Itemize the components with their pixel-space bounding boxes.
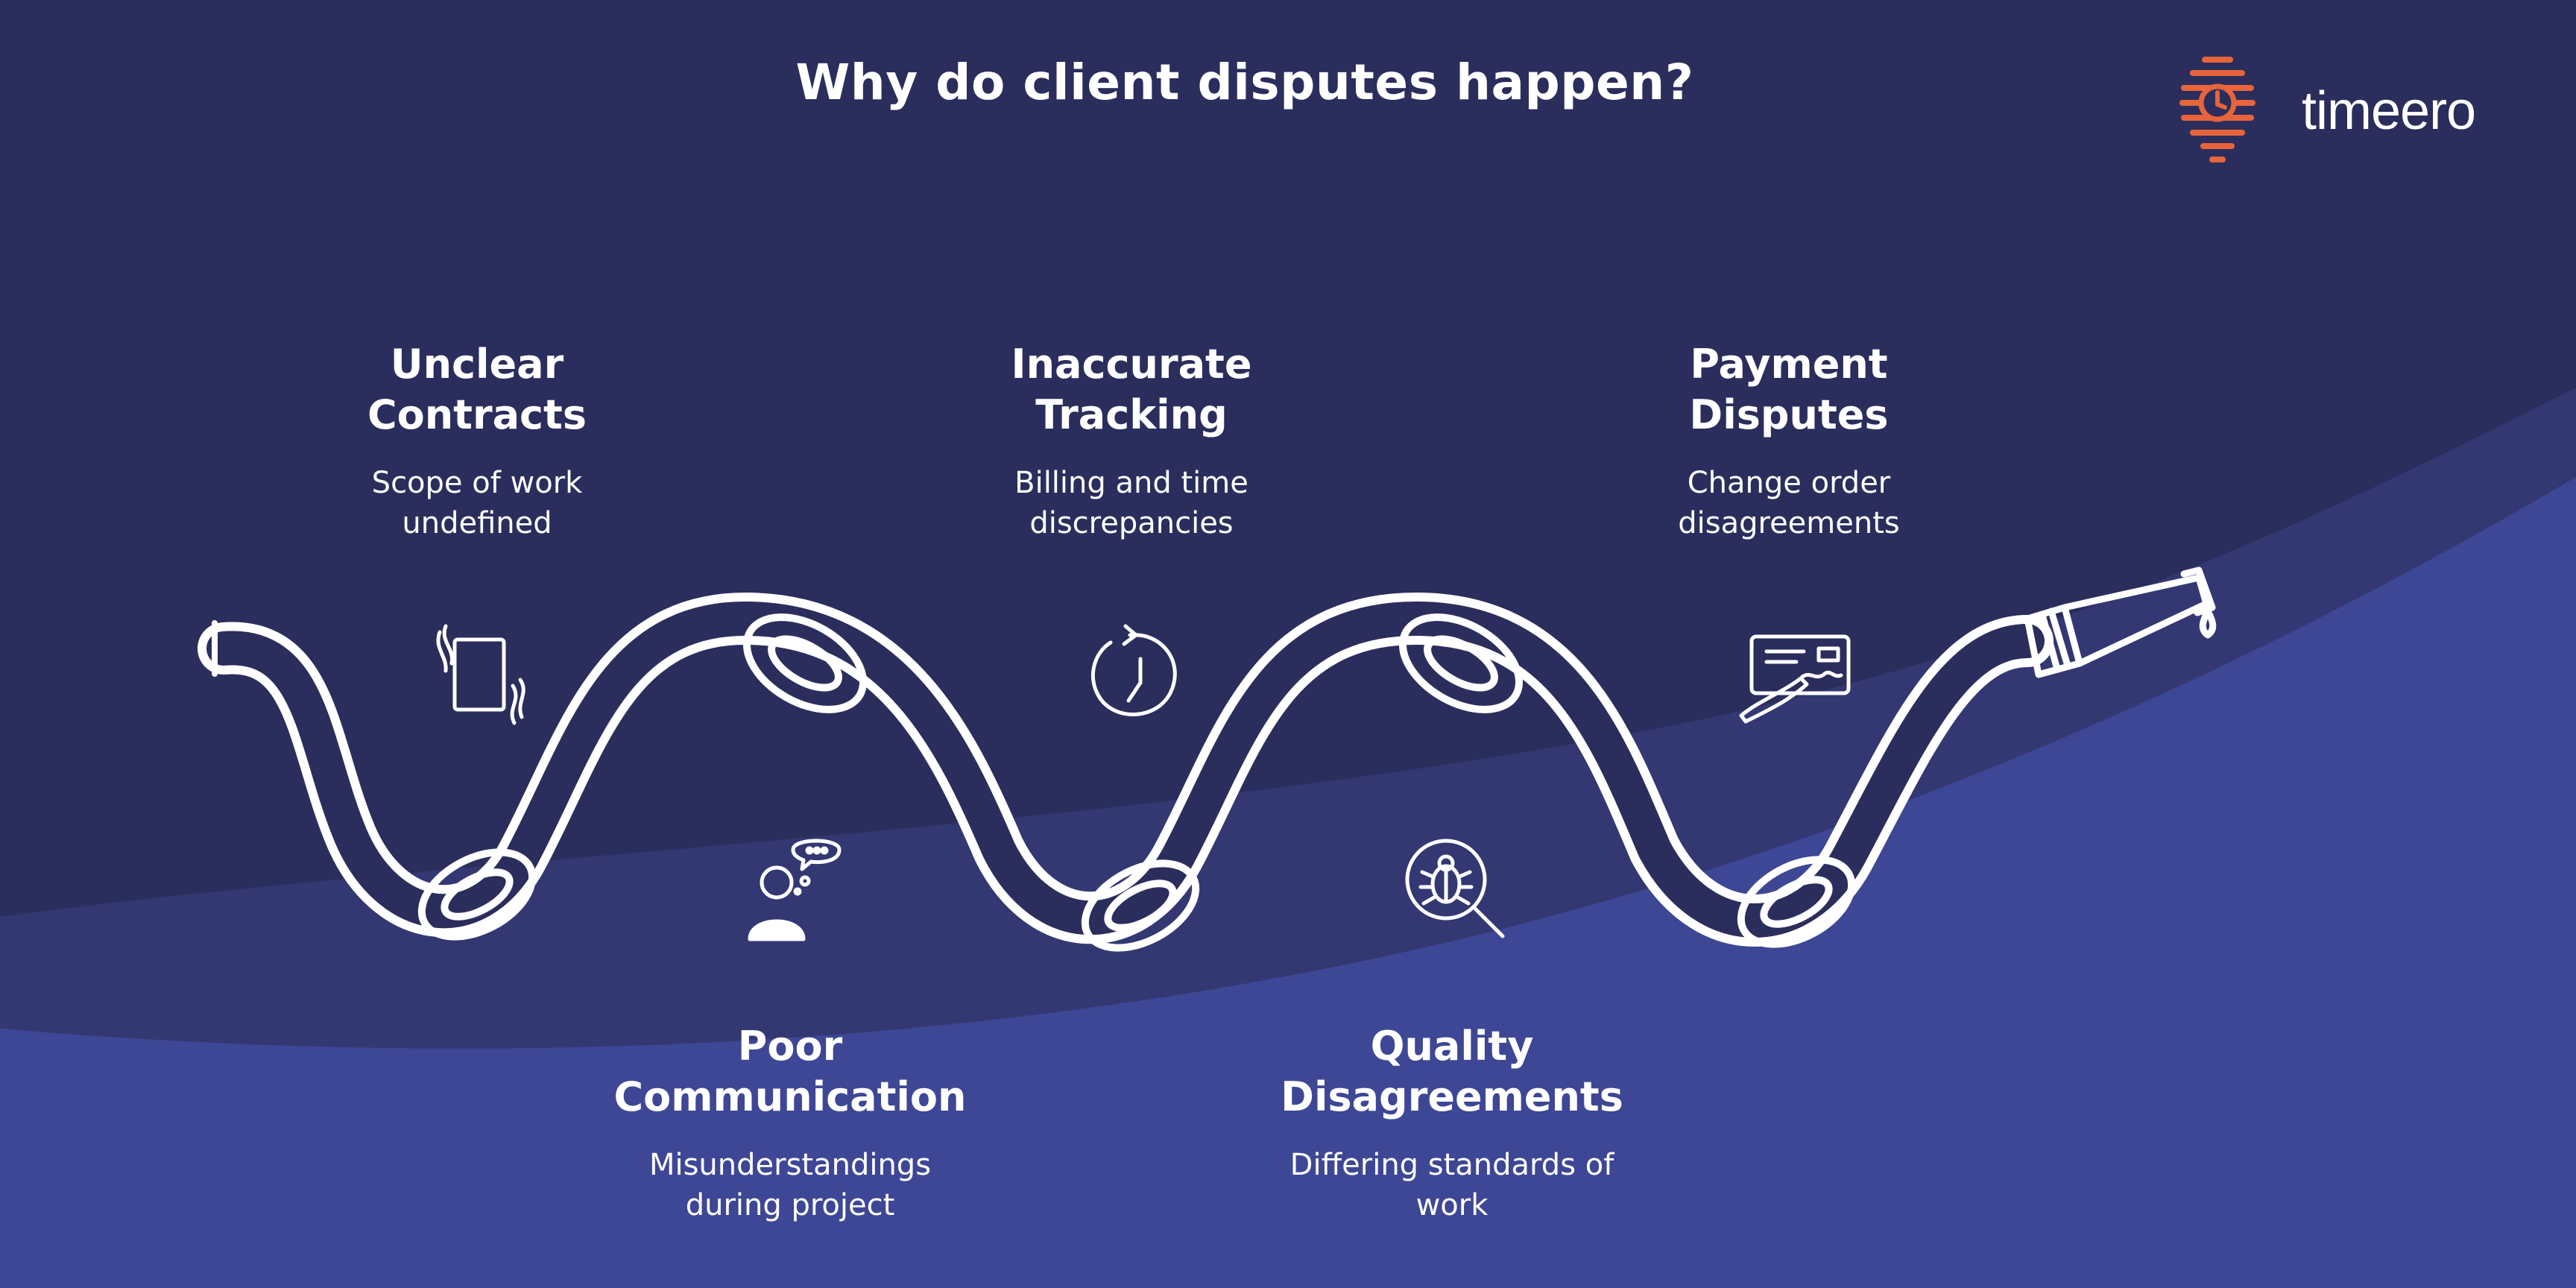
step-title: Poor Communication <box>566 1021 1014 1123</box>
person-speech-bubble-icon <box>748 839 842 941</box>
step-desc-line: Billing and time <box>1014 466 1248 500</box>
step-desc-line: discrepancies <box>1029 506 1234 540</box>
knot <box>1081 859 1200 952</box>
step-title-line: Poor <box>737 1023 843 1070</box>
step-desc-line: disagreements <box>1678 506 1900 540</box>
step-description: Scope of work undefined <box>253 463 701 543</box>
bug-magnifier-icon <box>1405 839 1505 938</box>
step-poor-communication: Poor Communication Misunderstandings dur… <box>566 1021 1014 1225</box>
step-title: Quality Disagreements <box>1228 1021 1676 1123</box>
step-payment-disputes: Payment Disputes Change order disagreeme… <box>1565 339 2012 543</box>
step-desc-line: work <box>1415 1188 1489 1222</box>
step-description: Differing standards of work <box>1228 1145 1676 1225</box>
step-title-line: Communication <box>613 1073 967 1120</box>
step-title: Payment Disputes <box>1565 339 2012 441</box>
knot <box>1398 613 1524 713</box>
step-desc-line: undefined <box>402 506 552 540</box>
step-desc-line: Scope of work <box>371 466 583 500</box>
timeero-logo <box>2179 57 2255 162</box>
step-title: Unclear Contracts <box>253 339 701 441</box>
step-description: Change order disagreements <box>1565 463 2012 543</box>
step-title-line: Tracking <box>1035 391 1228 438</box>
knot <box>742 613 868 713</box>
page-title: Why do client disputes happen? <box>795 54 1694 111</box>
step-title-line: Contracts <box>367 391 587 438</box>
step-title-line: Unclear <box>390 341 564 388</box>
signed-check-icon <box>1739 634 1851 724</box>
step-desc-line: Differing standards of <box>1289 1148 1614 1182</box>
knot <box>1737 856 1856 948</box>
hose-nozzle-icon <box>2024 566 2217 678</box>
step-title-line: Quality <box>1370 1023 1534 1070</box>
step-title-line: Payment <box>1690 341 1888 388</box>
step-inaccurate-tracking: Inaccurate Tracking Billing and time dis… <box>908 339 1355 543</box>
step-title-line: Disputes <box>1689 391 1889 438</box>
step-quality-disagreements: Quality Disagreements Differing standard… <box>1228 1021 1676 1225</box>
step-desc-line: Misunderstandings <box>648 1148 932 1182</box>
clock-refresh-icon <box>1090 624 1177 716</box>
step-desc-line: Change order <box>1687 466 1891 500</box>
step-unclear-contracts: Unclear Contracts Scope of work undefine… <box>253 339 701 543</box>
contract-hands-icon <box>436 624 525 725</box>
step-desc-line: during project <box>685 1188 895 1222</box>
knot <box>417 848 537 941</box>
brand-name: timeero <box>2302 81 2476 141</box>
step-description: Billing and time discrepancies <box>908 463 1355 543</box>
step-title-line: Disagreements <box>1281 1073 1623 1120</box>
step-description: Misunderstandings during project <box>566 1145 1014 1225</box>
background-wave-light <box>0 477 2576 1288</box>
step-title-line: Inaccurate <box>1011 341 1252 388</box>
step-title: Inaccurate Tracking <box>908 339 1355 441</box>
timeero-pin-icon <box>2179 57 2255 162</box>
